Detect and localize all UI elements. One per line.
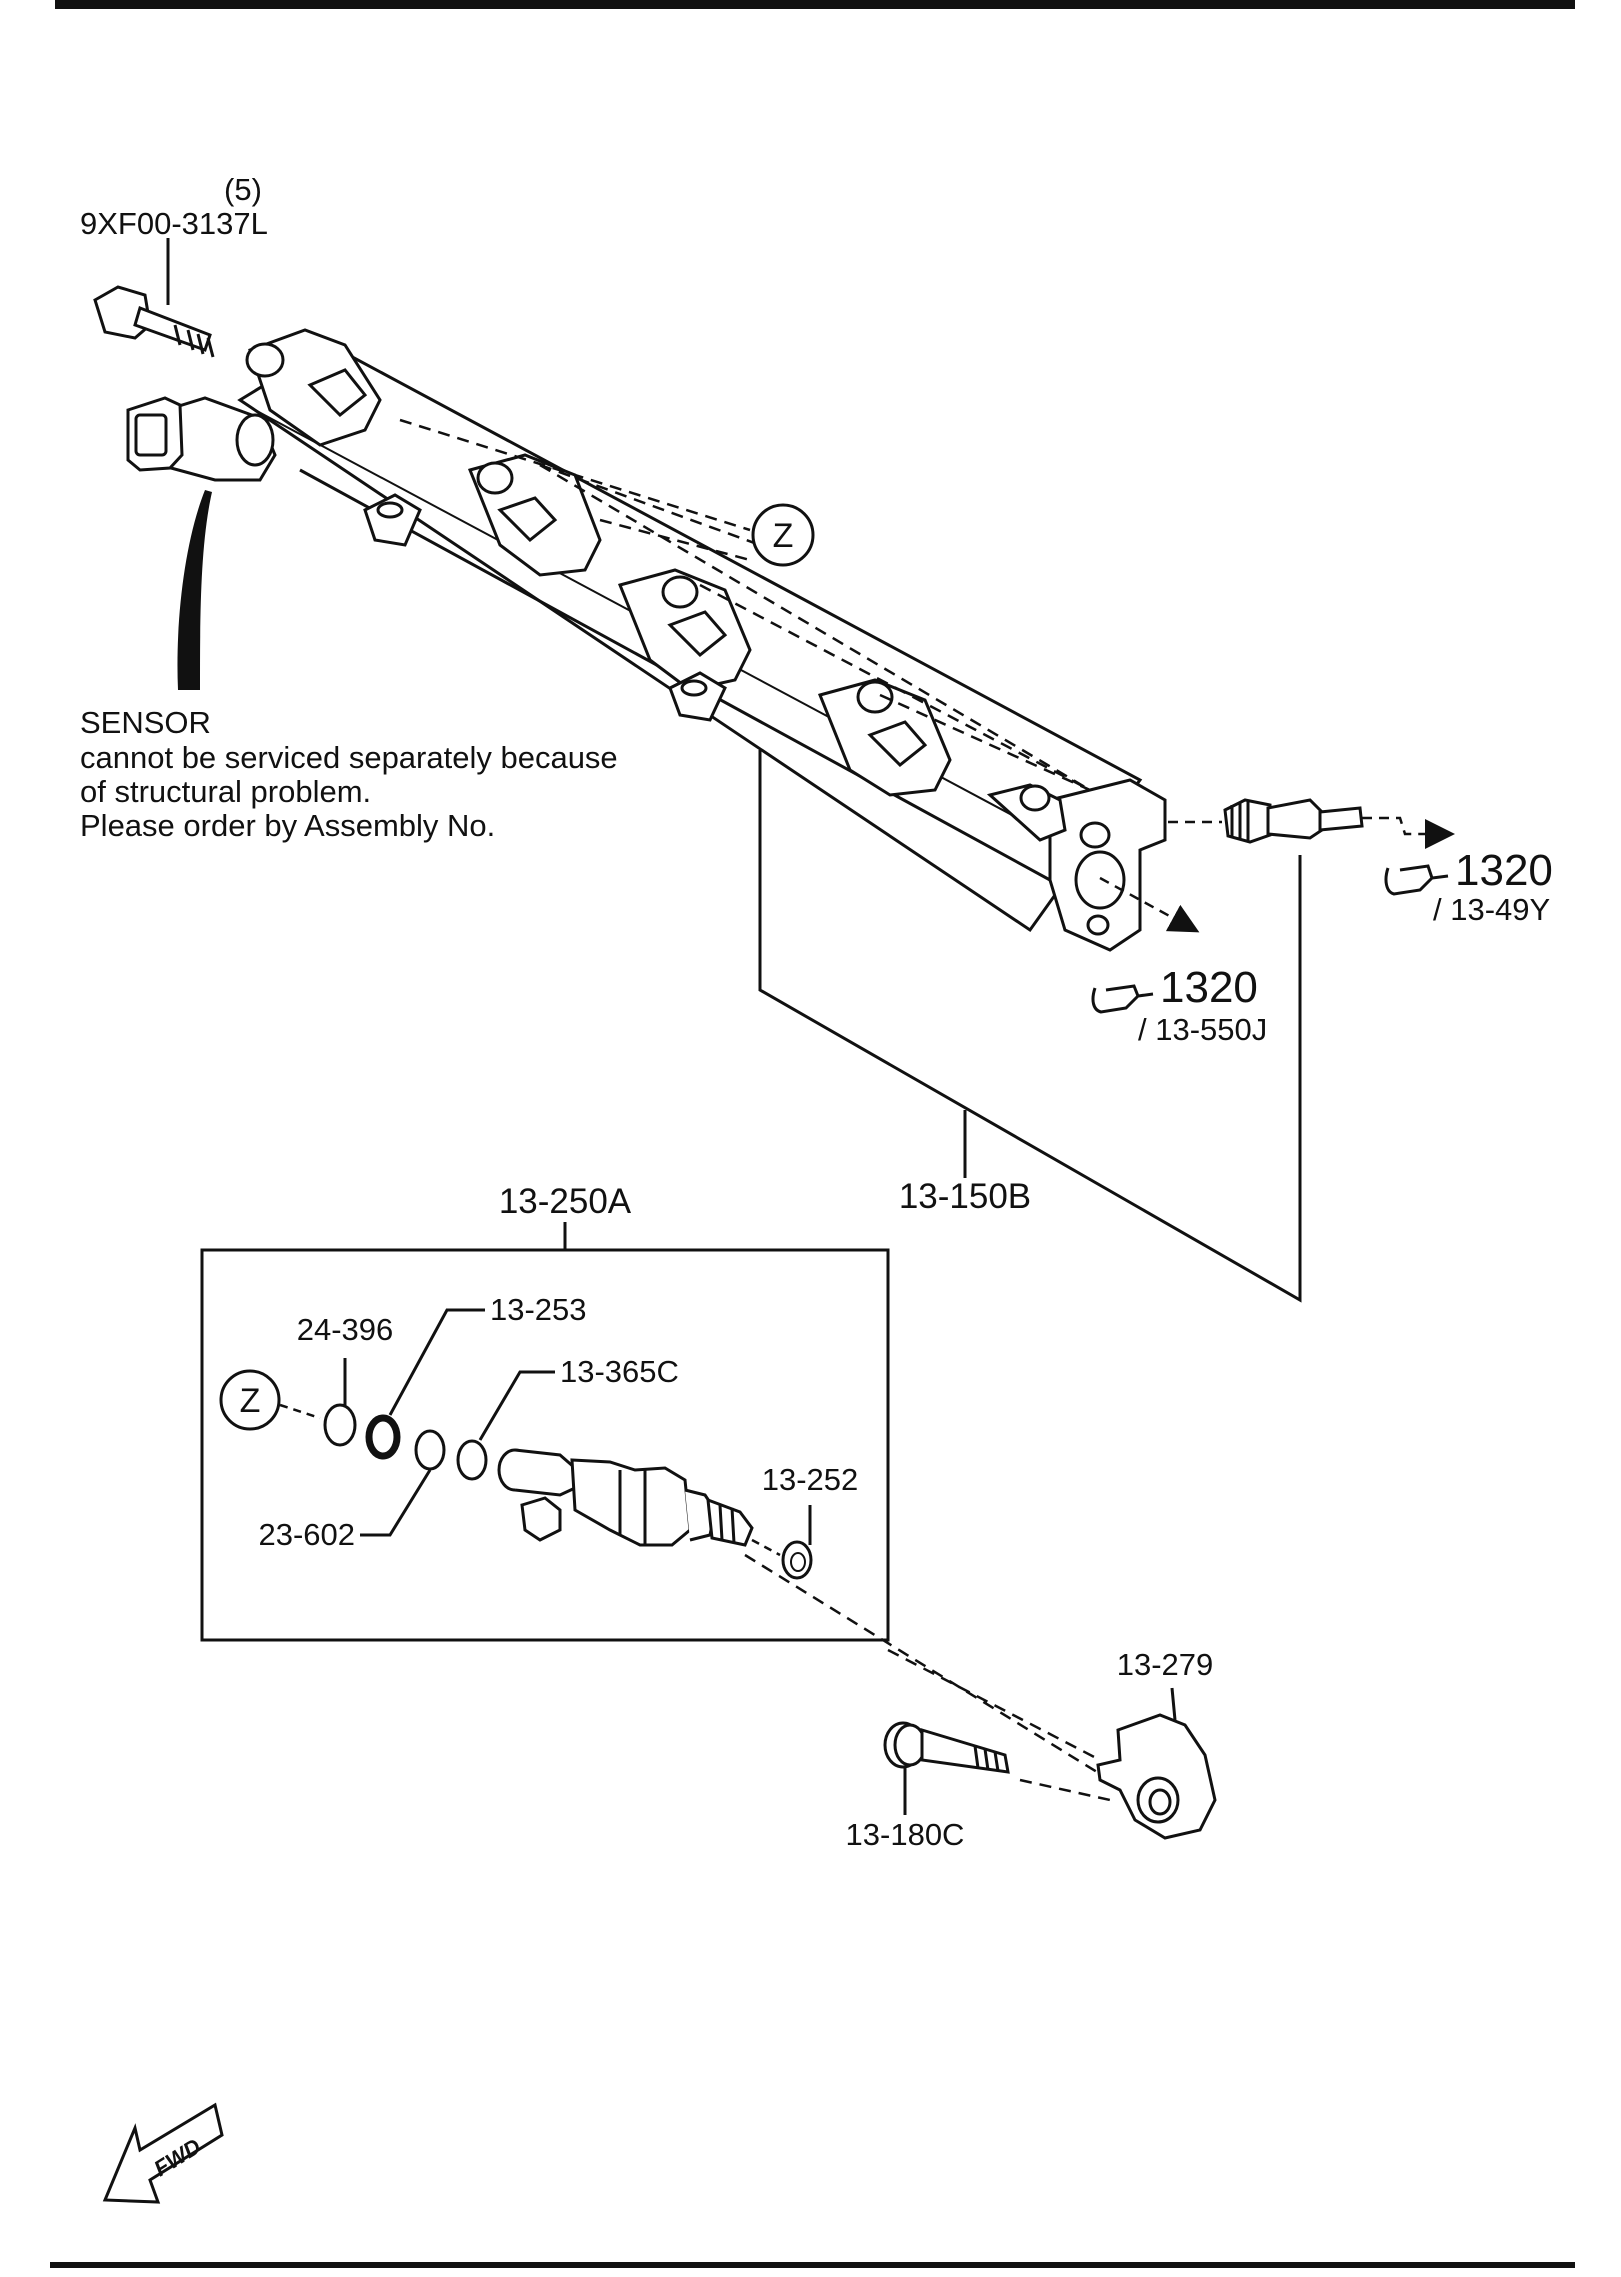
bolt-quantity: (5) bbox=[224, 172, 262, 207]
washer-24-396-label: 24-396 bbox=[297, 1312, 394, 1347]
rail-boss-5 bbox=[986, 783, 1067, 842]
bracket-13-279-label: 13-279 bbox=[1117, 1647, 1214, 1682]
insulator-13-252 bbox=[781, 1540, 813, 1580]
sensor-pointer bbox=[177, 490, 212, 690]
sensor-note-line-2: of structural problem. bbox=[80, 774, 371, 809]
fuel-rail-label: 13-150B bbox=[899, 1177, 1031, 1216]
rail-boss-3 bbox=[617, 568, 752, 692]
forward-arrow-icon: FWD bbox=[102, 2102, 224, 2204]
z-label-upper: Z bbox=[773, 517, 794, 555]
rail-boss-2 bbox=[467, 453, 602, 577]
ring-23-602 bbox=[414, 1429, 446, 1471]
injector-assembly-box bbox=[200, 1248, 890, 1642]
sensor-note-line-3: Please order by Assembly No. bbox=[80, 808, 495, 843]
rail-mount-tab-1 bbox=[363, 493, 422, 547]
top-border bbox=[55, 0, 1575, 9]
rail-mounting-bolt bbox=[93, 285, 215, 358]
rail-mount-tab-2 bbox=[668, 671, 727, 722]
injector-assembly-label: 13-250A bbox=[499, 1182, 632, 1221]
fuel-injector bbox=[497, 1448, 754, 1547]
rail-boss-4 bbox=[817, 678, 952, 797]
rail-boss-1 bbox=[245, 328, 382, 447]
pressure-sensor bbox=[126, 396, 277, 482]
insulator-13-252-label: 13-252 bbox=[762, 1462, 859, 1497]
pointing-hand-icon bbox=[1384, 864, 1449, 896]
bracket-13-279 bbox=[1096, 1713, 1217, 1840]
z-callout-upper: Z bbox=[751, 503, 815, 567]
fuel-rail bbox=[126, 328, 1167, 952]
ref-fig-label-1: 1320 bbox=[1455, 846, 1553, 895]
reference-1320-49y: 1320 / 13-49Y bbox=[1384, 846, 1553, 927]
ref-sub-label-1: / 13-49Y bbox=[1433, 892, 1550, 927]
ref-fig-label-2: 1320 bbox=[1160, 963, 1258, 1012]
seal-13-365c-label: 13-365C bbox=[560, 1354, 679, 1389]
ring-23-602-label: 23-602 bbox=[258, 1517, 355, 1552]
bolt-part-number: 9XF00-3137L bbox=[80, 206, 268, 241]
reference-1320-550j: 1320 / 13-550J bbox=[1091, 963, 1267, 1047]
fitting-dashed-arrow bbox=[1362, 816, 1455, 849]
z-callout-lower: Z bbox=[219, 1369, 281, 1431]
bracket-reference-lines bbox=[744, 1553, 1111, 1802]
o-ring-13-253 bbox=[365, 1414, 401, 1460]
seal-13-365c bbox=[456, 1439, 488, 1481]
bolt-13-180c-label: 13-180C bbox=[846, 1817, 965, 1852]
rail-end-flange bbox=[1048, 778, 1167, 952]
z-reference-lines bbox=[399, 418, 1091, 792]
rail-end-fitting bbox=[1223, 798, 1364, 844]
pointing-hand-icon bbox=[1091, 984, 1154, 1014]
ref-sub-label-2: / 13-550J bbox=[1138, 1012, 1267, 1047]
flange-outlet-arrow bbox=[1099, 876, 1200, 933]
sensor-note-line-1: cannot be serviced separately because bbox=[80, 740, 618, 775]
washer-24-396 bbox=[323, 1403, 357, 1447]
z-label-lower: Z bbox=[240, 1382, 261, 1420]
fuel-rail-leader bbox=[758, 750, 1302, 1303]
sensor-title: SENSOR bbox=[80, 705, 211, 740]
bottom-border bbox=[50, 2262, 1575, 2268]
o-ring-13-253-label: 13-253 bbox=[490, 1292, 587, 1327]
bolt-13-180c bbox=[883, 1721, 1010, 1774]
